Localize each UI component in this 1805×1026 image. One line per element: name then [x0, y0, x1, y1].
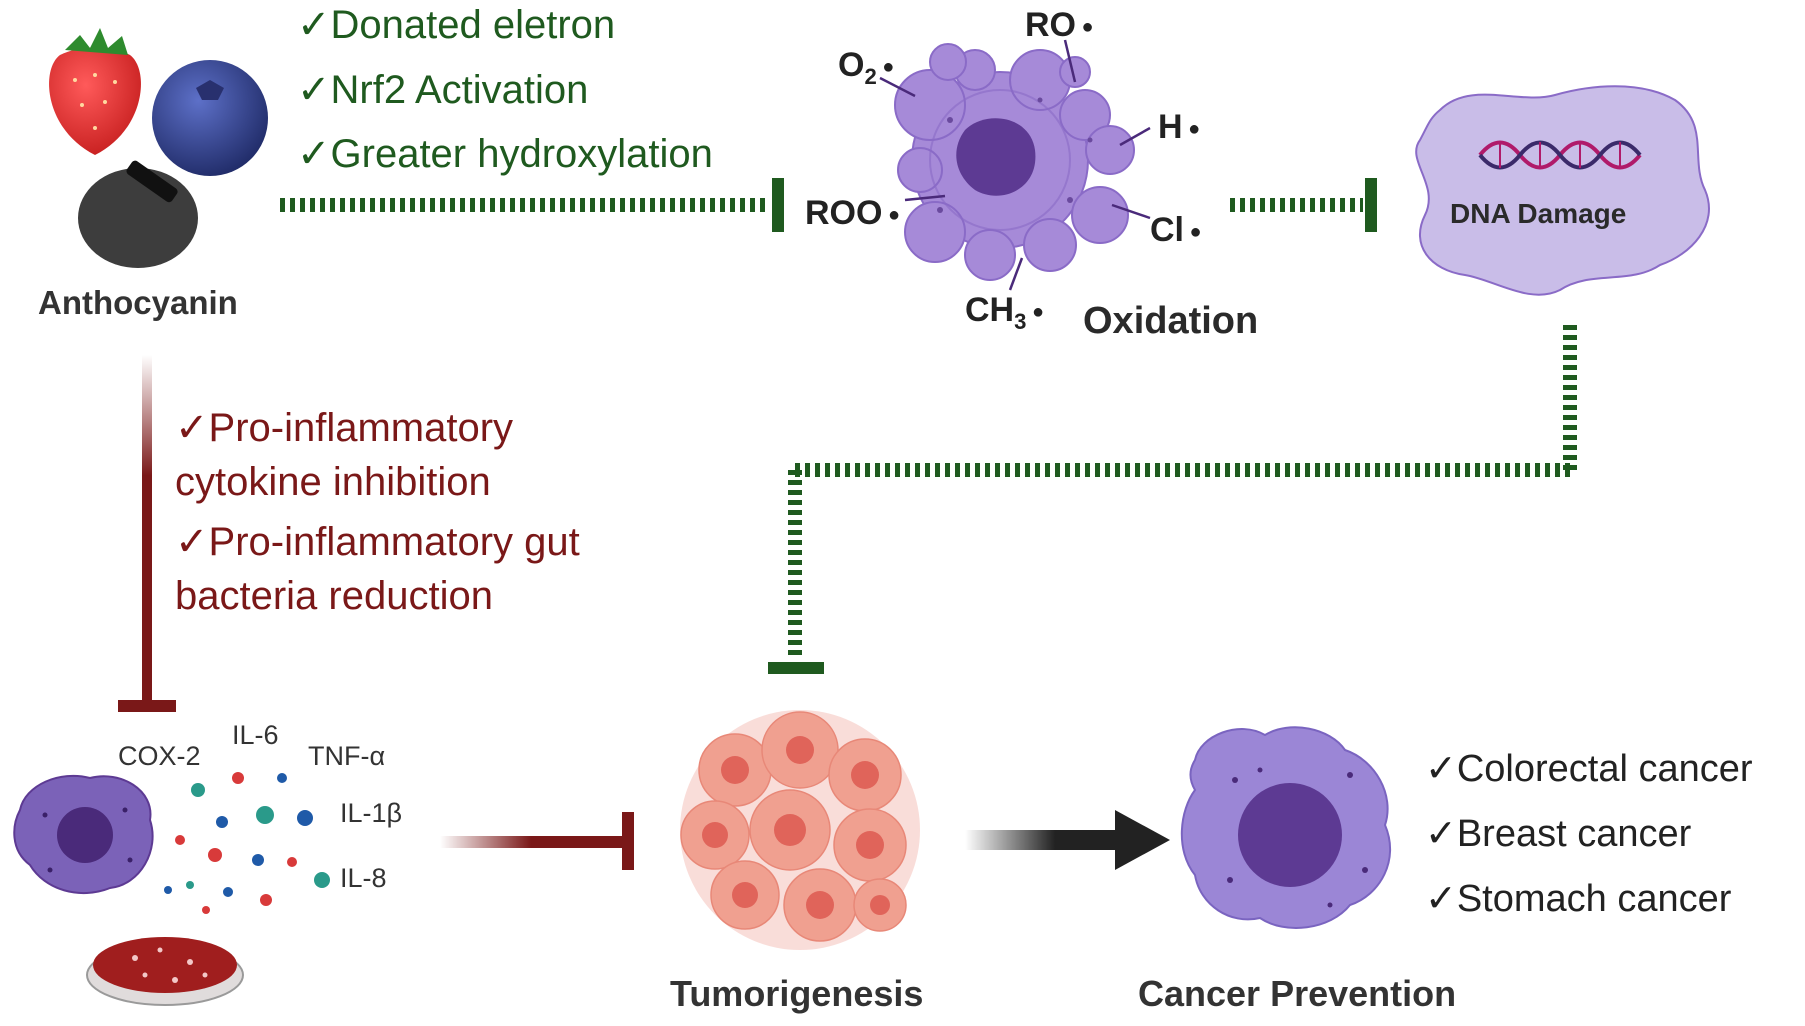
cancer-prevention-label: Cancer Prevention	[1138, 973, 1457, 1014]
oxidation-dna-inhibition-arrow	[1230, 178, 1377, 232]
dna-tumor-inhibition-bar	[768, 662, 824, 674]
cytokine-tnfa: TNF-α	[308, 741, 386, 771]
dna-tumor-inhibition-arrow	[788, 325, 1577, 655]
benefit-donated-electron: ✓Donated eletron	[297, 3, 616, 47]
dna-damage-icon	[1415, 85, 1710, 296]
anthocyanin-label: Anthocyanin	[38, 284, 238, 321]
antioxidant-inhibition-arrow	[280, 178, 784, 232]
prevention-arrow	[965, 810, 1170, 870]
radical-o2: O2	[838, 48, 894, 88]
oxidized-cell-icon	[894, 43, 1135, 281]
prevention-breast: ✓Breast cancer	[1425, 813, 1692, 855]
radical-roo: ROO	[805, 196, 900, 230]
cytokine-il1b: IL-1β	[340, 798, 403, 828]
anti-inflammatory-benefit-2-cont: bacteria reduction	[175, 574, 493, 618]
healthy-cell-icon	[1180, 726, 1391, 929]
oxidation-label: Oxidation	[1083, 300, 1259, 342]
cytokine-il8: IL-8	[340, 863, 387, 893]
radical-cl: Cl	[1150, 213, 1202, 247]
benefit-greater-hydroxylation: ✓Greater hydroxylation	[297, 132, 713, 176]
benefit-nrf2-activation: ✓Nrf2 Activation	[297, 68, 589, 112]
prevention-colorectal: ✓Colorectal cancer	[1425, 748, 1753, 790]
radical-h: H	[1158, 110, 1200, 144]
petri-dish-icon	[86, 937, 244, 1006]
anti-inflammatory-benefit-1: ✓Pro-inflammatory	[175, 406, 514, 450]
anti-inflammatory-inhibition-arrow	[118, 355, 176, 712]
cytokine-il6: IL-6	[232, 720, 279, 750]
inflammation-tumor-inhibition-arrow	[440, 812, 634, 870]
dna-damage-label: DNA Damage	[1450, 198, 1627, 229]
anti-inflammatory-benefit-2: ✓Pro-inflammatory gut	[175, 520, 580, 564]
tumor-cluster-icon	[680, 710, 920, 950]
immune-cell-icon	[13, 774, 154, 895]
anti-inflammatory-benefit-1-cont: cytokine inhibition	[175, 460, 491, 504]
blueberry-icon	[152, 60, 268, 176]
radical-ch3: CH3	[965, 293, 1044, 333]
strawberry-icon	[49, 28, 141, 155]
radical-ro: RO	[1025, 8, 1094, 42]
tumorigenesis-label: Tumorigenesis	[670, 973, 924, 1014]
black-bean-icon	[78, 160, 198, 268]
prevention-stomach: ✓Stomach cancer	[1425, 878, 1732, 920]
cytokine-particles	[164, 772, 330, 914]
cytokine-cox2: COX-2	[118, 741, 201, 771]
